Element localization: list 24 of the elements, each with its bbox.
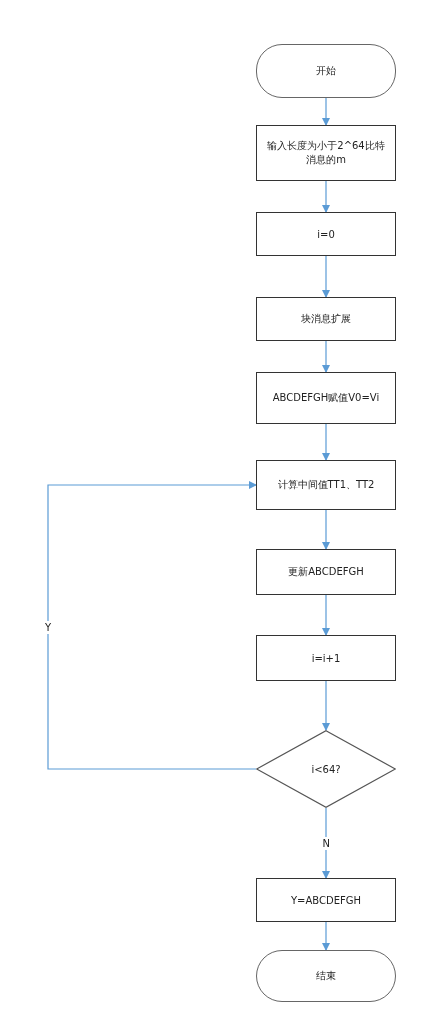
arrow	[322, 509, 330, 550]
arrow	[322, 255, 330, 298]
arrow	[322, 180, 330, 213]
edge-label: Y	[43, 620, 54, 634]
arrow	[322, 807, 330, 879]
process-box: 更新ABCDEFGH	[256, 549, 396, 595]
edge-label: N	[320, 836, 332, 850]
arrow	[322, 921, 330, 951]
process-box: 块消息扩展	[256, 297, 396, 341]
process-box: ABCDEFGH赋值V0=Vi	[256, 372, 396, 424]
arrow	[322, 423, 330, 461]
process-box: Y=ABCDEFGH	[256, 878, 396, 922]
arrow	[47, 481, 257, 770]
arrow	[322, 594, 330, 636]
decision-diamond: i<64?	[256, 730, 396, 808]
process-box: i=i+1	[256, 635, 396, 681]
process-box: 计算中间值TT1、TT2	[256, 460, 396, 510]
arrow	[322, 680, 330, 731]
process-box: 输入长度为小于2^64比特消息的m	[256, 125, 396, 181]
arrow	[322, 340, 330, 373]
arrow	[322, 97, 330, 126]
terminal-shape: 开始	[256, 44, 396, 98]
process-box: i=0	[256, 212, 396, 256]
terminal-shape: 结束	[256, 950, 396, 1002]
